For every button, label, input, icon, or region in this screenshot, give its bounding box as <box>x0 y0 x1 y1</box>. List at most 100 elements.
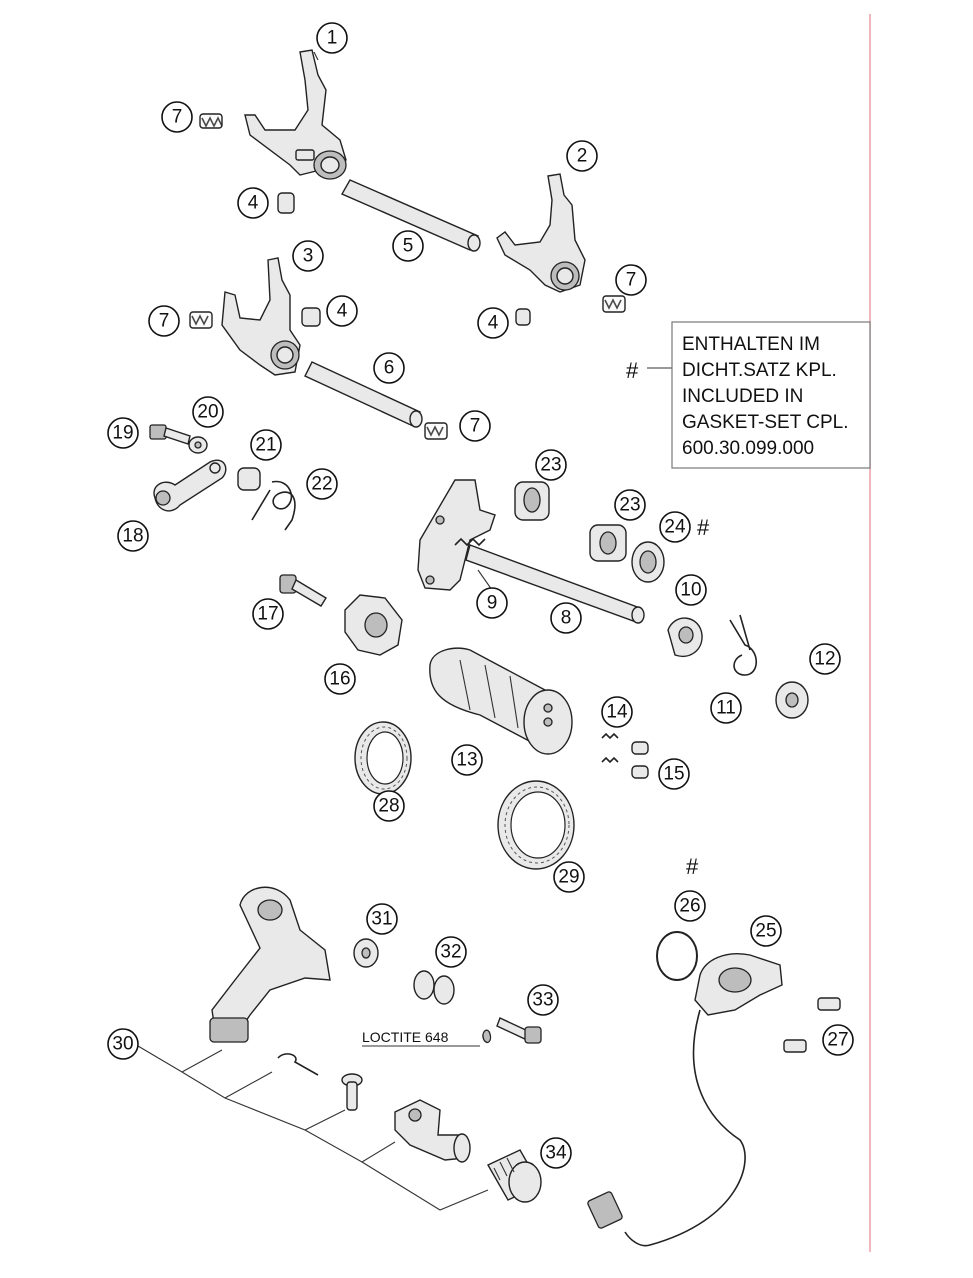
svg-text:5: 5 <box>403 236 414 257</box>
svg-text:4: 4 <box>337 301 348 322</box>
svg-text:20: 20 <box>197 402 218 423</box>
svg-text:16: 16 <box>329 669 350 690</box>
shift-rail-5 <box>341 179 481 252</box>
callout-8: 8 <box>550 602 582 634</box>
note-line-3: INCLUDED IN <box>682 386 803 407</box>
callout-19: 19 <box>107 417 139 449</box>
return-spring-11 <box>729 614 758 676</box>
svg-text:1: 1 <box>327 28 338 49</box>
hash-mark-26: # <box>686 854 699 879</box>
svg-text:14: 14 <box>606 702 628 723</box>
svg-text:22: 22 <box>311 474 332 495</box>
svg-text:23: 23 <box>619 495 640 516</box>
shift-lever-30 <box>209 886 331 1043</box>
callout-14: 14 <box>601 696 633 728</box>
callout-24: 24 <box>659 511 691 543</box>
gasket-set-note: # ENTHALTEN IM DICHT.SATZ KPL. INCLUDED … <box>626 321 871 469</box>
svg-text:7: 7 <box>626 270 637 291</box>
callout-22: 22 <box>306 468 338 500</box>
callout-33: 33 <box>527 984 559 1016</box>
shift-drum-locating-16 <box>344 594 403 656</box>
svg-text:8: 8 <box>561 608 572 629</box>
callout-3: 3 <box>292 240 324 272</box>
svg-text:11: 11 <box>716 698 736 719</box>
callout-2: 2 <box>566 140 598 172</box>
svg-text:7: 7 <box>470 416 481 437</box>
callout-27: 27 <box>822 1024 854 1056</box>
spring-clip-30 <box>277 1053 319 1076</box>
note-line-5: 600.30.099.000 <box>682 438 814 459</box>
callout-26: 26 <box>674 890 706 922</box>
callout-4: 4 <box>477 307 509 339</box>
rubber-34 <box>487 1149 542 1203</box>
svg-text:28: 28 <box>378 796 399 817</box>
svg-text:23: 23 <box>540 455 561 476</box>
note-box <box>671 321 871 469</box>
svg-text:17: 17 <box>257 604 278 625</box>
note-line-4: GASKET-SET CPL. <box>682 412 848 433</box>
callout-15: 15 <box>658 758 690 790</box>
svg-text:24: 24 <box>664 517 686 538</box>
leader-lines <box>137 51 672 1211</box>
svg-text:7: 7 <box>159 311 170 332</box>
screws-27 <box>783 997 841 1053</box>
return-spring-9 <box>454 537 486 547</box>
plug-7d <box>424 422 448 440</box>
svg-text:15: 15 <box>663 764 684 785</box>
svg-text:26: 26 <box>679 896 700 917</box>
ball-bearing-29 <box>497 780 575 870</box>
pin-15 <box>631 741 649 779</box>
shift-lever-foot-peg-30 <box>394 1099 471 1163</box>
o-ring-26 <box>656 931 698 981</box>
callout-20: 20 <box>192 396 224 428</box>
svg-text:30: 30 <box>112 1034 133 1055</box>
callout-7: 7 <box>459 410 491 442</box>
svg-text:21: 21 <box>255 435 276 456</box>
callout-12: 12 <box>809 643 841 675</box>
guide-roller-4b <box>301 307 321 327</box>
svg-text:2: 2 <box>577 146 588 167</box>
callout-6: 6 <box>373 352 405 384</box>
svg-text:31: 31 <box>371 909 392 930</box>
shift-rail-6 <box>304 361 423 428</box>
spring-14 <box>601 732 619 764</box>
svg-text:29: 29 <box>558 867 579 888</box>
shift-fork-3 <box>221 257 301 376</box>
shift-drum-13 <box>429 647 573 755</box>
svg-text:34: 34 <box>545 1143 567 1164</box>
torsion-spring-22 <box>251 480 296 531</box>
washer-20 <box>188 436 208 454</box>
plug-7b <box>189 311 213 329</box>
guide-roller-4a <box>277 192 295 214</box>
locking-washer-10 <box>667 617 703 657</box>
disc-washers-32 <box>413 970 455 1005</box>
callout-31: 31 <box>366 903 398 935</box>
svg-text:6: 6 <box>384 358 395 379</box>
pin-30 <box>341 1073 363 1111</box>
svg-text:3: 3 <box>303 246 314 267</box>
callout-34: 34 <box>540 1137 572 1169</box>
needle-bearing-23a <box>514 481 550 521</box>
callout-29: 29 <box>553 861 585 893</box>
svg-text:32: 32 <box>440 942 461 963</box>
callout-28: 28 <box>373 790 405 822</box>
plug-7a <box>199 113 223 129</box>
needle-bearing-23b <box>589 524 627 562</box>
note-line-1: ENTHALTEN IM <box>682 334 820 355</box>
callout-1: 1 <box>316 22 348 54</box>
callout-13: 13 <box>451 744 483 776</box>
shift-fork-2 <box>496 173 586 293</box>
callout-18: 18 <box>117 520 149 552</box>
svg-text:33: 33 <box>532 990 553 1011</box>
svg-text:4: 4 <box>488 313 499 334</box>
note-line-2: DICHT.SATZ KPL. <box>682 360 837 381</box>
bolt-19 <box>149 424 191 445</box>
callout-4: 4 <box>326 295 358 327</box>
callout-16: 16 <box>324 663 356 695</box>
callout-21: 21 <box>250 429 282 461</box>
svg-text:18: 18 <box>122 526 143 547</box>
svg-text:27: 27 <box>827 1030 848 1051</box>
callout-17: 17 <box>252 598 284 630</box>
svg-text:9: 9 <box>487 593 498 614</box>
